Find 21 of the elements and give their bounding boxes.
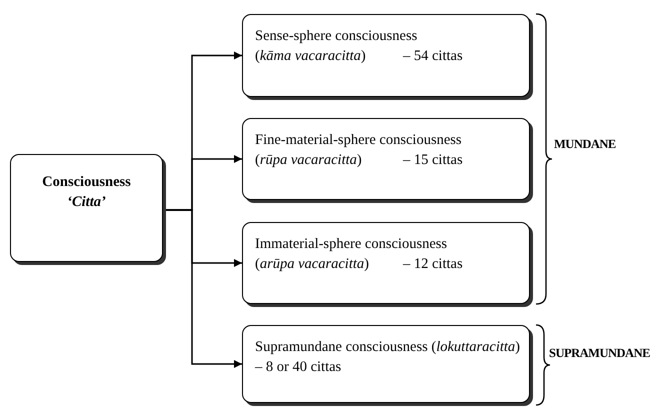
box-text: Fine-material-sphere consciousness [255, 131, 462, 149]
category-box [242, 14, 530, 97]
box-text: Supramundane consciousness (lokuttaracitta) [255, 338, 520, 356]
category-box [242, 222, 530, 304]
box-text: – 12 cittas [403, 255, 463, 273]
box-text: (arūpa vacaracitta) [255, 255, 369, 273]
root-title: Consciousness [41, 173, 132, 191]
arrow [163, 209, 242, 368]
box-text: Immaterial-sphere consciousness [255, 235, 448, 253]
group-label: SUPRAMUNDANE [549, 346, 650, 361]
box-text: – 54 cittas [403, 47, 463, 65]
box-text: Sense-sphere consciousness [255, 27, 418, 45]
group-label: MUNDANE [554, 137, 616, 152]
category-box [242, 325, 530, 403]
box-text: (rūpa vacaracitta) [255, 151, 362, 169]
box-text: – 15 cittas [403, 151, 463, 169]
category-box [242, 118, 530, 200]
box-text: – 8 or 40 cittas [255, 358, 342, 376]
box-text: (kāma vacaracitta) [255, 47, 366, 65]
root-subtitle: ‘Citta’ [66, 193, 107, 211]
root-box [10, 154, 163, 262]
